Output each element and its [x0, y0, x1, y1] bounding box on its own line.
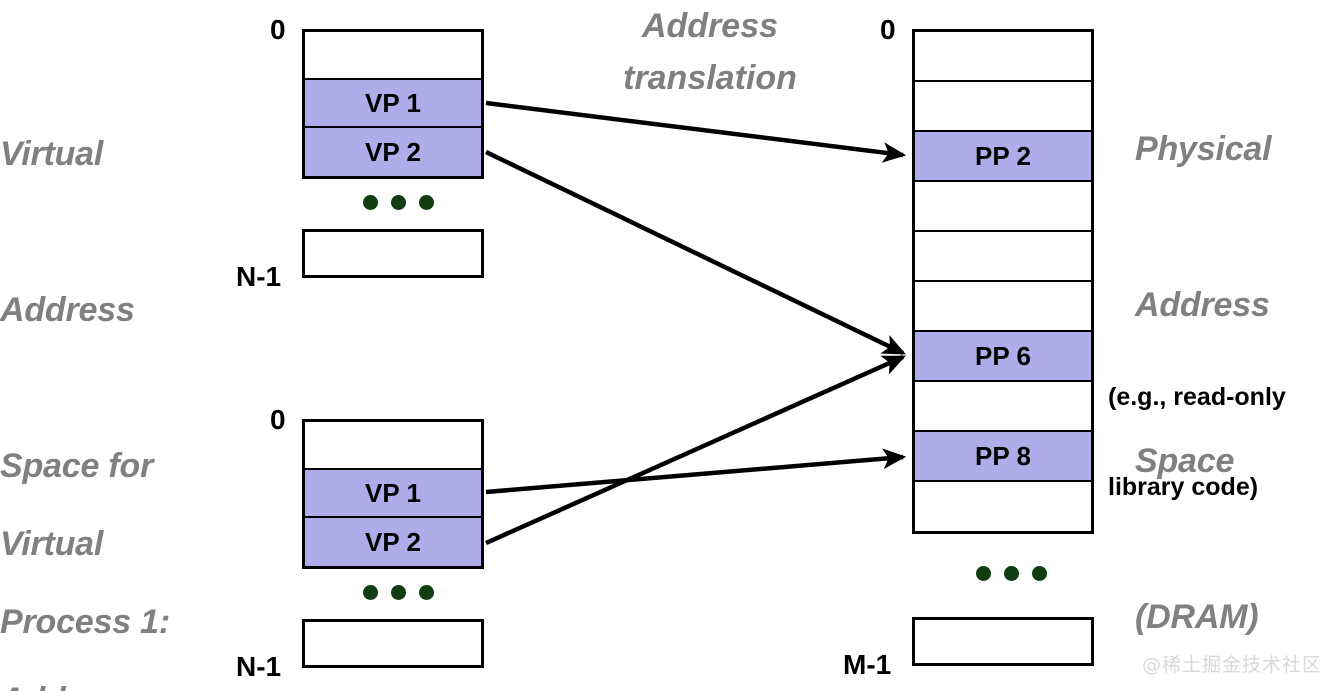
shared-page-annotation-line-1: (e.g., read-only: [1108, 383, 1286, 411]
virtual-space-2-label: Virtual Address Space for Process 2:: [0, 414, 170, 691]
watermark: @稀土掘金技术社区: [1141, 654, 1322, 676]
physical-space-last-frame[interactable]: [912, 617, 1094, 666]
virtual-space-2-page-table: VP 1 VP 2: [302, 419, 484, 569]
virtual-page-cell-vp1[interactable]: VP 1: [305, 80, 481, 128]
physical-frame-cell[interactable]: [915, 282, 1091, 332]
virtual-space-2-start-index: 0: [270, 404, 286, 435]
shared-page-annotation: (e.g., read-only library code): [1108, 322, 1286, 562]
physical-frame-cell[interactable]: [915, 82, 1091, 132]
physical-frame-cell-last: [915, 620, 1091, 663]
physical-space-frame-table: PP 2 PP 6 PP 8: [912, 29, 1094, 534]
physical-space-ellipsis-icon: [976, 566, 1047, 581]
shared-page-annotation-line-2: library code): [1108, 473, 1259, 501]
physical-space-label-line-2: Address: [1135, 286, 1270, 324]
virtual-page-cell-vp2[interactable]: VP 2: [305, 518, 481, 566]
diagram-title-line-2: translation: [623, 59, 797, 97]
physical-space-label-line-4: (DRAM): [1135, 598, 1259, 636]
virtual-page-cell-last: [305, 622, 481, 665]
diagram-title: Address translation: [540, 0, 880, 104]
physical-frame-cell-pp8[interactable]: PP 8: [915, 432, 1091, 482]
physical-space-label: Physical Address Space (DRAM): [1135, 19, 1272, 691]
physical-frame-cell[interactable]: [915, 32, 1091, 82]
virtual-space-1-label-line-2: Address: [0, 291, 135, 329]
virtual-space-2-label-line-1: Virtual: [0, 525, 104, 563]
physical-space-label-line-3: Space: [1135, 442, 1235, 480]
physical-frame-cell[interactable]: [915, 382, 1091, 432]
virtual-page-cell-vp2[interactable]: VP 2: [305, 128, 481, 176]
physical-space-label-line-1: Physical: [1135, 130, 1272, 168]
arrow-p1vp1-to-pp2: [485, 100, 907, 163]
physical-space-start-index: 0: [880, 14, 896, 45]
virtual-space-1-ellipsis-icon: [363, 195, 434, 210]
virtual-space-2-last-page[interactable]: [302, 619, 484, 668]
virtual-space-1-last-page[interactable]: [302, 229, 484, 278]
physical-frame-cell-pp2[interactable]: PP 2: [915, 132, 1091, 182]
physical-frame-cell[interactable]: [915, 182, 1091, 232]
virtual-page-cell[interactable]: [305, 422, 481, 470]
arrow-p2vp1-to-pp8: [485, 448, 907, 495]
diagram-title-line-1: Address: [641, 7, 779, 45]
virtual-space-1-label-line-1: Virtual: [0, 135, 104, 173]
virtual-space-1-label-line-4: Process 1:: [0, 603, 170, 641]
virtual-space-2-ellipsis-icon: [363, 585, 434, 600]
physical-frame-cell[interactable]: [915, 482, 1091, 531]
physical-frame-cell[interactable]: [915, 232, 1091, 282]
virtual-page-cell[interactable]: [305, 32, 481, 80]
virtual-space-1-start-index: 0: [270, 14, 286, 45]
physical-frame-cell-pp6[interactable]: PP 6: [915, 332, 1091, 382]
virtual-space-2-label-line-2: Address: [0, 674, 170, 691]
virtual-space-1-page-table: VP 1 VP 2: [302, 29, 484, 179]
physical-space-end-index: M-1: [843, 649, 892, 680]
arrow-p2vp2-to-pp6: [485, 354, 906, 546]
virtual-space-2-end-index: N-1: [236, 651, 282, 682]
virtual-space-1-end-index: N-1: [236, 261, 282, 292]
virtual-page-cell-last: [305, 232, 481, 275]
virtual-space-1-label: Virtual Address Space for Process 1:: [0, 24, 170, 691]
virtual-space-1-label-line-3: Space for: [0, 447, 154, 485]
arrow-p1vp2-to-pp6: [485, 149, 906, 356]
virtual-page-cell-vp1[interactable]: VP 1: [305, 470, 481, 518]
